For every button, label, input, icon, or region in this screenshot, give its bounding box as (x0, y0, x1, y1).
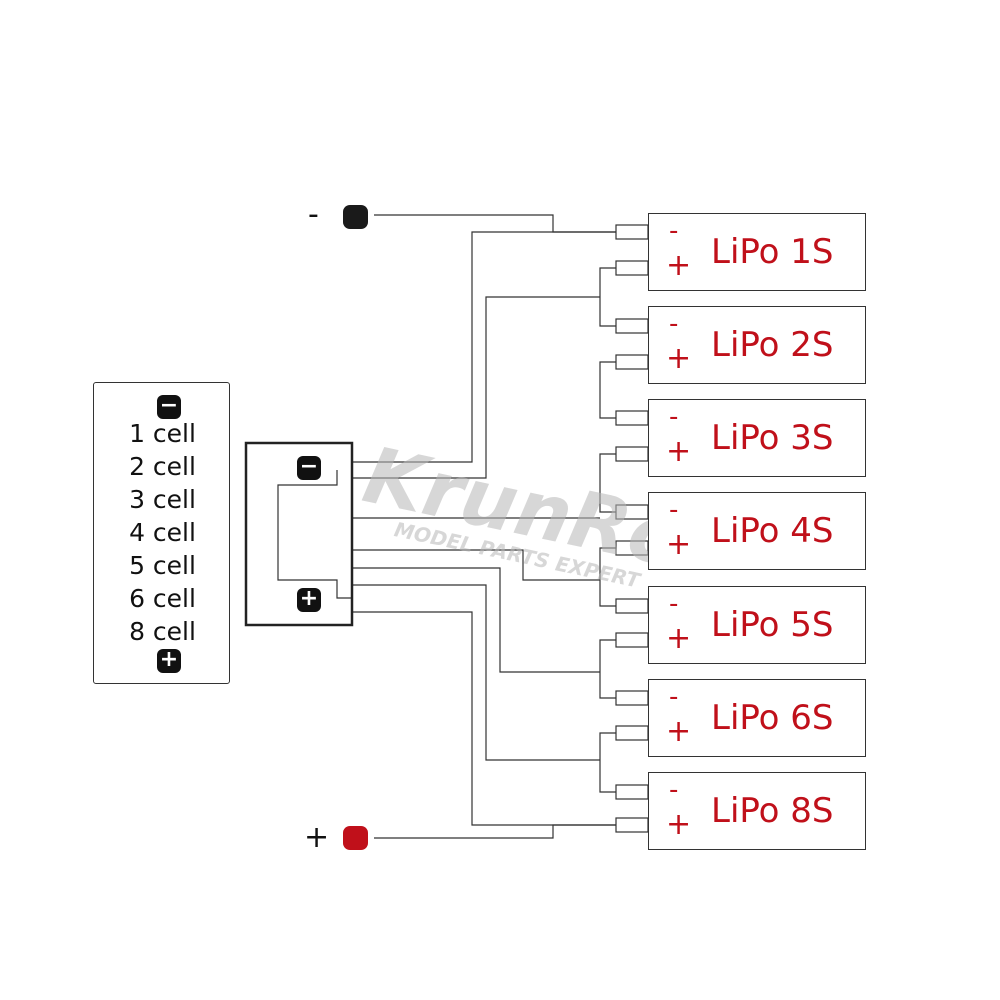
legend-line-2: 2 cell (129, 452, 196, 481)
negative-main-wire (352, 214, 616, 463)
switch-plus-symbol: + (297, 588, 321, 612)
switch-minus-symbol: − (297, 456, 321, 480)
pack-minus-label: - (669, 495, 679, 525)
pack-plus-label: + (666, 807, 692, 842)
pack-minus-label: - (669, 309, 679, 339)
pack-plus-label: + (666, 341, 692, 376)
pack-label: LiPo 3S (711, 418, 834, 458)
pack-label: LiPo 6S (711, 698, 834, 738)
positive-terminal (343, 826, 368, 850)
lipo-pack-3s: - + LiPo 3S (648, 399, 866, 477)
lipo-pack-5s: - + LiPo 5S (648, 586, 866, 664)
branch-wires (352, 296, 600, 761)
legend-line-4: 4 cell (129, 518, 196, 547)
positive-main-wire (352, 611, 616, 839)
lipo-pack-6s: - + LiPo 6S (648, 679, 866, 757)
legend-line-5: 5 cell (129, 551, 196, 580)
lipo-pack-4s: - + LiPo 4S (648, 492, 866, 570)
lipo-pack-1s: - + LiPo 1S (648, 213, 866, 291)
pack-label: LiPo 2S (711, 325, 834, 365)
series-links (599, 267, 616, 793)
pack-plus-label: + (666, 248, 692, 283)
pack-plus-label: + (666, 714, 692, 749)
pack-minus-label: - (669, 775, 679, 805)
legend-line-1: 1 cell (129, 419, 196, 448)
legend-line-6: 6 cell (129, 584, 196, 613)
pack-plus-label: + (666, 434, 692, 469)
legend-line-3: 3 cell (129, 485, 196, 514)
pack-label: LiPo 1S (711, 232, 834, 272)
pack-label: LiPo 8S (711, 791, 834, 831)
pack-label: LiPo 5S (711, 605, 834, 645)
pack-minus-label: - (669, 216, 679, 246)
legend-minus-symbol: − (157, 395, 181, 419)
negative-terminal-sign: - (308, 197, 319, 232)
pack-minus-label: - (669, 682, 679, 712)
legend-line-7: 8 cell (129, 617, 196, 646)
pack-plus-label: + (666, 621, 692, 656)
pack-terminal-tabs (615, 224, 649, 833)
legend-plus-symbol: + (157, 649, 181, 673)
pack-minus-label: - (669, 589, 679, 619)
lipo-pack-2s: - + LiPo 2S (648, 306, 866, 384)
switch-legend: − 1 cell 2 cell 3 cell 4 cell 5 cell 6 c… (93, 382, 230, 684)
positive-terminal-sign: + (304, 820, 330, 855)
pack-minus-label: - (669, 402, 679, 432)
lipo-pack-8s: - + LiPo 8S (648, 772, 866, 850)
switch-housing (244, 441, 354, 627)
pack-label: LiPo 4S (711, 511, 834, 551)
pack-plus-label: + (666, 527, 692, 562)
negative-terminal (343, 205, 368, 229)
